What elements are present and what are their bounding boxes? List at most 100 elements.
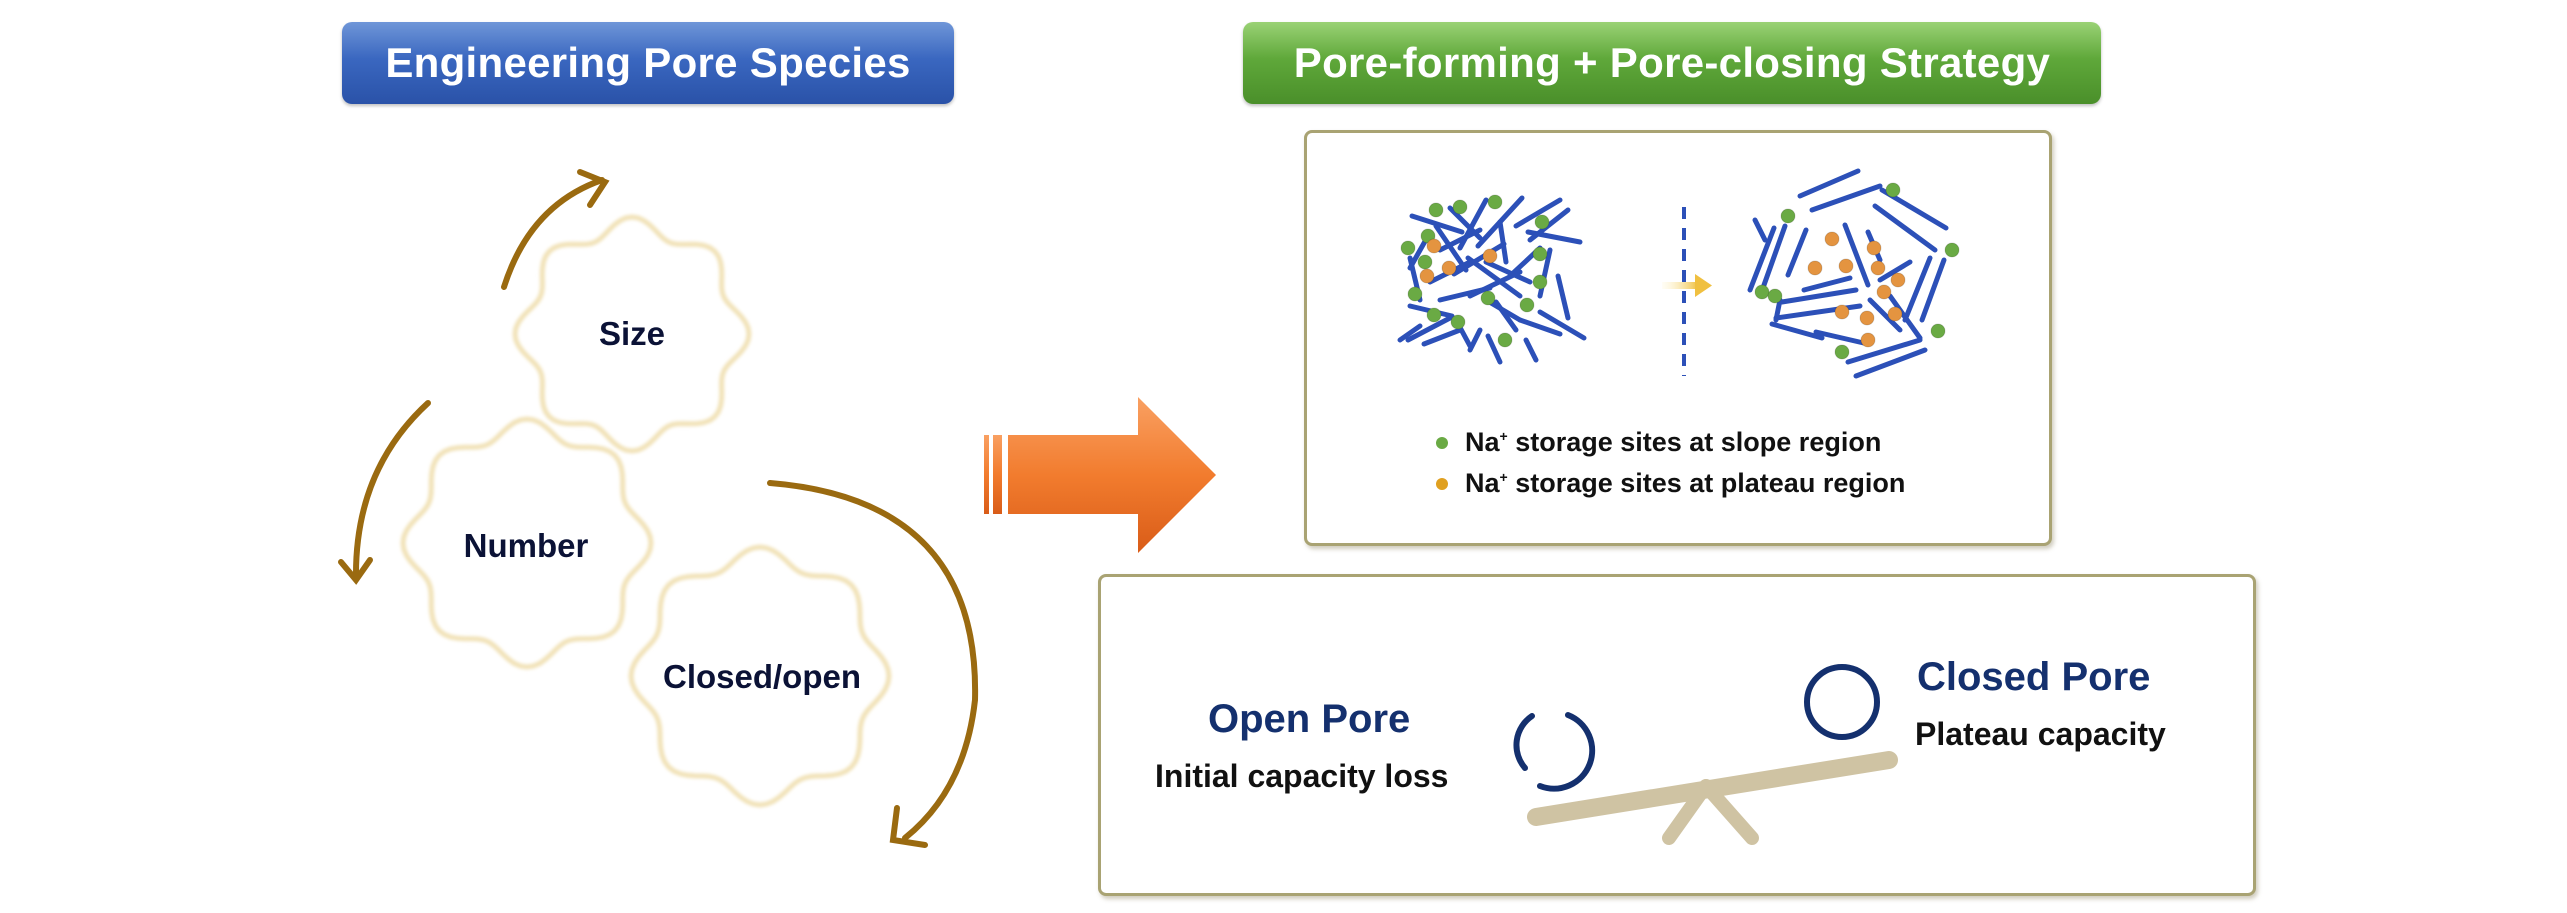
graphene-rod	[1867, 297, 1903, 333]
gear-outline	[400, 416, 654, 670]
slope-site-dot	[1426, 307, 1442, 323]
graphene-rod	[1902, 255, 1933, 323]
carbon-structure-panel	[1304, 130, 2052, 546]
plateau-site-dot	[1860, 332, 1876, 348]
open-pore-subtitle: Initial capacity loss	[1155, 758, 1449, 794]
gear-outline	[628, 544, 892, 808]
graphene-rod	[1421, 327, 1463, 347]
graphene-rod	[1919, 257, 1947, 323]
plateau-site-dot	[1441, 260, 1457, 276]
slope-site-dot	[1428, 202, 1444, 218]
engineering-pore-species-banner: Engineering Pore Species	[342, 22, 954, 104]
banner-title: Pore-forming + Pore-closing Strategy	[1293, 39, 2051, 86]
legend-item-slope: Na+ storage sites at slope region	[1436, 427, 1881, 458]
plateau-site-dot	[1834, 304, 1850, 320]
cycle-arrow-right	[767, 480, 979, 841]
legend-ion: Na	[1465, 427, 1500, 457]
plateau-site-dot	[1807, 260, 1823, 276]
closed-pore-icon	[1804, 664, 1880, 740]
graphene-rod	[1485, 333, 1503, 365]
pore-strategy-banner: Pore-forming + Pore-closing Strategy	[1243, 22, 2101, 104]
plateau-site-dot	[1824, 231, 1840, 247]
open-pore-icon	[1513, 712, 1596, 792]
graphene-rod	[1513, 197, 1563, 229]
graphene-rod	[1842, 222, 1871, 288]
cycle-arrow-left	[352, 400, 431, 580]
slope-site-dot	[1452, 199, 1468, 215]
slope-site-dot	[1450, 314, 1466, 330]
plateau-site-dot	[1859, 310, 1875, 326]
slope-site-dot	[1417, 254, 1433, 270]
banner-title: Engineering Pore Species	[385, 39, 911, 86]
slope-site-dot	[1400, 240, 1416, 256]
graphene-rod	[1451, 241, 1507, 277]
open-pore-title: Open Pore	[1208, 697, 1411, 741]
closed-pore-title: Closed Pore	[1917, 655, 2151, 699]
graphene-rod	[1525, 229, 1583, 245]
graphene-rod	[1483, 259, 1533, 285]
slope-site-dot	[1534, 214, 1550, 230]
graphene-rod	[1437, 227, 1483, 253]
graphene-rod	[1761, 223, 1788, 288]
orange-dot-icon	[1436, 477, 1448, 490]
seesaw-panel	[1098, 574, 2256, 896]
slope-site-dot	[1885, 182, 1901, 198]
cycle-item-closed-open: Closed/open	[662, 658, 862, 695]
cycle-arrow-top-head	[577, 169, 610, 208]
cycle-arrow-top	[501, 177, 605, 290]
plateau-site-dot	[1482, 248, 1498, 264]
plateau-site-dot	[1419, 268, 1435, 284]
plateau-site-dot	[1838, 258, 1854, 274]
graphene-rod	[1779, 287, 1859, 305]
slope-site-dot	[1767, 288, 1783, 304]
graphene-rod	[1493, 299, 1519, 333]
plateau-site-dot	[1426, 238, 1442, 254]
graphene-rod	[1773, 297, 1783, 323]
graphene-rod	[1523, 337, 1539, 363]
graphene-rod	[1555, 273, 1571, 321]
graphene-rod	[1877, 259, 1913, 283]
graphene-rod	[1752, 217, 1768, 243]
slope-site-dot	[1754, 284, 1770, 300]
slope-site-dot	[1519, 297, 1535, 313]
slope-site-dot	[1780, 208, 1796, 224]
legend-text: storage sites at plateau region	[1507, 468, 1906, 498]
legend-text: storage sites at slope region	[1507, 427, 1882, 457]
green-dot-icon	[1436, 436, 1448, 449]
legend-ion: Na	[1465, 468, 1500, 498]
plateau-site-dot	[1876, 284, 1892, 300]
graphene-rod	[1467, 327, 1483, 353]
graphene-rod	[1801, 275, 1853, 293]
graphene-rod	[1769, 321, 1825, 341]
slope-site-dot	[1532, 274, 1548, 290]
legend-item-plateau: Na+ storage sites at plateau region	[1436, 468, 1905, 499]
small-transition-arrow-icon	[1662, 274, 1712, 297]
graphene-rod	[1845, 337, 1923, 365]
slope-site-dot	[1532, 246, 1548, 262]
slope-site-dot	[1930, 323, 1946, 339]
slope-site-dot	[1407, 286, 1423, 302]
cycle-item-number: Number	[463, 527, 589, 564]
slope-site-dot	[1480, 290, 1496, 306]
graphene-rod	[1397, 323, 1423, 343]
slope-site-dot	[1834, 344, 1850, 360]
graphene-rod	[1433, 223, 1469, 273]
graphene-rod	[1537, 309, 1587, 341]
graphene-rod	[1465, 255, 1523, 299]
cycle-item-size: Size	[598, 315, 666, 352]
plateau-site-dot	[1887, 306, 1903, 322]
legend-charge: +	[1499, 428, 1508, 444]
gear-outline	[512, 214, 752, 454]
graphene-rod	[1517, 317, 1563, 337]
cycle-arrow-left-head	[338, 557, 373, 585]
seesaw-icon	[1527, 751, 1898, 845]
graphene-rod	[1813, 329, 1871, 347]
graphene-rod	[1467, 269, 1523, 299]
transition-arrow-icon	[984, 397, 1216, 553]
graphene-rod	[1887, 293, 1923, 341]
graphene-rod	[1405, 315, 1453, 343]
graphene-rod	[1872, 203, 1938, 253]
closed-pore-subtitle: Plateau capacity	[1915, 716, 2166, 752]
graphene-rod	[1785, 227, 1809, 278]
